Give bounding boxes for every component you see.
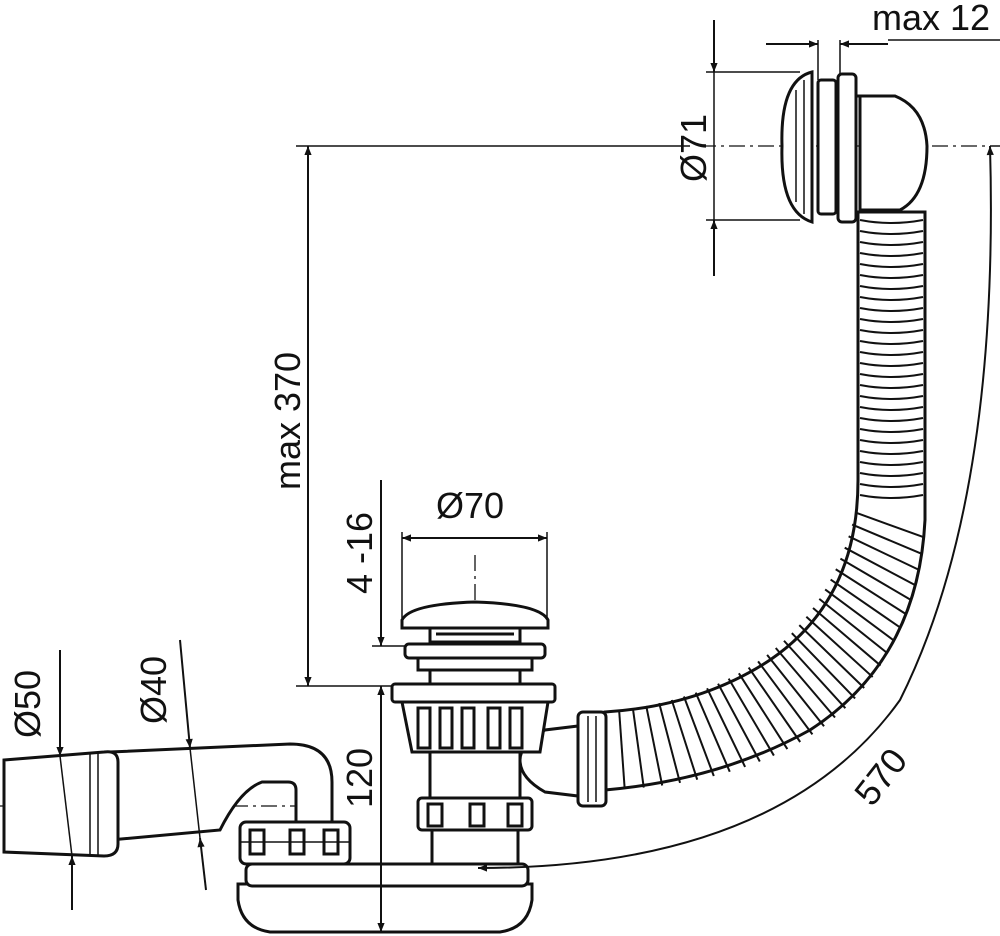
label-120: 120 <box>339 748 380 808</box>
drain-valve <box>390 600 557 876</box>
label-d71: Ø71 <box>673 114 714 182</box>
label-max-370: max 370 <box>267 352 308 490</box>
flexible-hose <box>603 210 927 792</box>
label-d50: Ø50 <box>7 670 48 738</box>
label-d40: Ø40 <box>133 656 174 724</box>
label-max-12: max 12 <box>872 0 990 38</box>
siphon-trap <box>236 820 534 934</box>
overflow-head <box>780 70 929 225</box>
outlet-pipe <box>2 742 334 858</box>
dimension-d40: Ø40 <box>133 639 207 891</box>
dimension-d50: Ø50 <box>7 650 76 910</box>
dimension-120: 120 <box>339 686 410 933</box>
label-4-16: 4 -16 <box>339 512 380 594</box>
label-d70: Ø70 <box>436 485 504 526</box>
dimension-4-16: 4 -16 <box>339 480 406 730</box>
dimension-max-12: max 12 <box>766 0 1000 80</box>
